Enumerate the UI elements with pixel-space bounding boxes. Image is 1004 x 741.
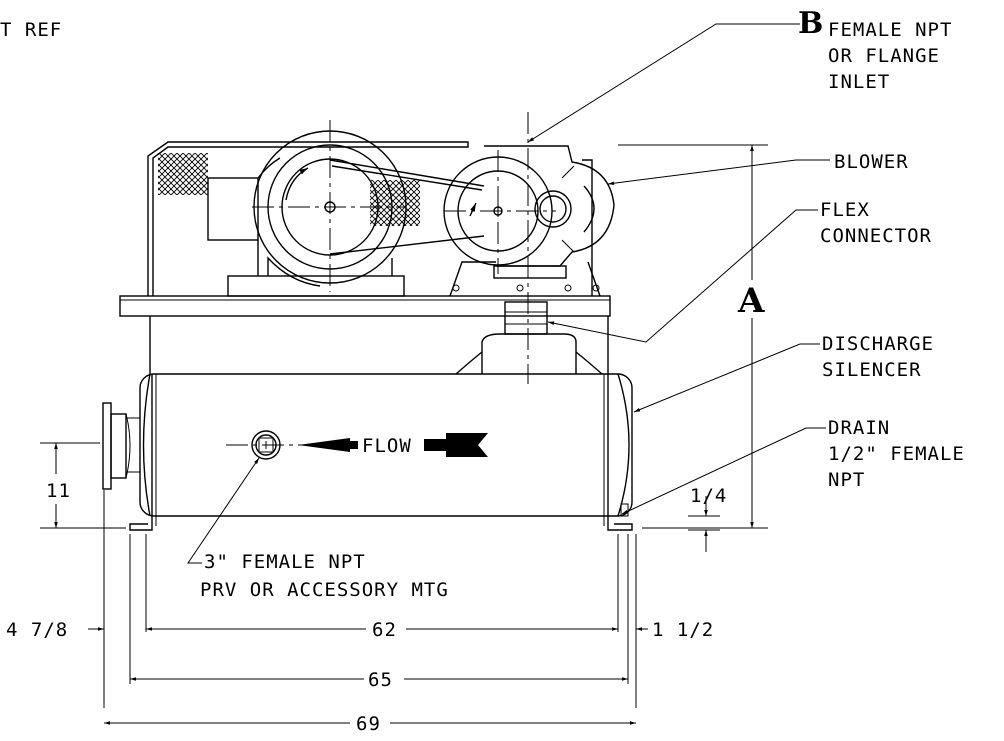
drain-label-line2: 1/2" FEMALE: [828, 443, 965, 465]
flex-label-line2: CONNECTOR: [820, 225, 932, 247]
top-left-ref-label: T REF: [0, 19, 62, 41]
dim-base-inner: 62: [372, 619, 397, 641]
dim-drain-offset: 1/4: [690, 485, 727, 507]
dim-overall: 69: [356, 713, 381, 735]
height-letter: A: [737, 281, 765, 321]
inlet-label-line3: INLET: [828, 71, 890, 93]
right-foot: [607, 374, 633, 531]
dim-inlet-height: 11: [46, 480, 71, 502]
belt-guard: [147, 141, 469, 296]
drain-label-line3: NPT: [828, 469, 865, 491]
prv-label-line1: 3" FEMALE NPT: [204, 551, 366, 573]
flow-indicator: [298, 433, 488, 457]
silencer-tank: [139, 373, 633, 517]
discharge-label-line1: DISCHARGE: [822, 333, 934, 355]
discharge-label-line2: SILENCER: [822, 359, 922, 381]
dimension-drain-offset: 1/4: [688, 485, 727, 552]
machine-body: [102, 112, 633, 531]
v-belt: [329, 159, 485, 255]
discharge-dome: [481, 333, 577, 374]
flex-connector: [504, 301, 548, 335]
inlet-label-line2: OR FLANGE: [828, 45, 940, 67]
inlet-flange: [102, 402, 112, 490]
flow-label: FLOW: [362, 435, 412, 457]
dim-left-offset: 4 7/8: [6, 619, 68, 641]
flex-label-line1: FLEX: [820, 199, 870, 221]
dim-right-offset: 1 1/2: [652, 619, 714, 641]
blower: [449, 145, 615, 297]
prv-label-line2: PRV OR ACCESSORY MTG: [200, 579, 449, 601]
dim-base-outer: 65: [368, 669, 393, 691]
left-foot: [129, 374, 153, 531]
base-plate: [119, 295, 611, 317]
blower-label: BLOWER: [834, 151, 909, 173]
drain-label-line1: DRAIN: [828, 417, 890, 439]
inlet-label-line1: FEMALE NPT: [828, 19, 952, 41]
dimension-a: A: [618, 144, 768, 529]
dimension-inlet-height: 11: [40, 442, 126, 529]
inlet-letter: B: [798, 6, 823, 41]
